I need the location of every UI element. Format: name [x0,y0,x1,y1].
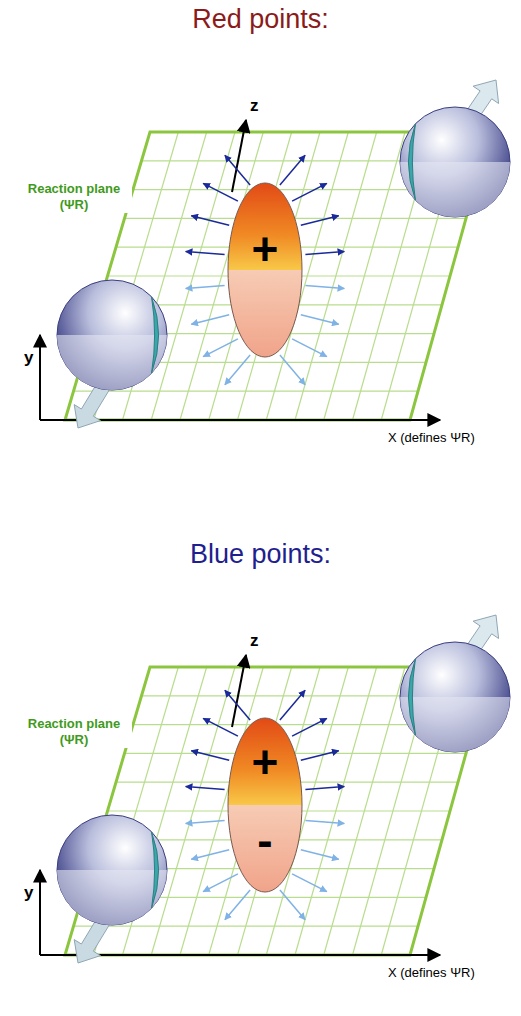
axis-label: X (defines ΨR) [388,430,475,445]
ellipse-shape [228,183,302,357]
charge-sign: + [227,226,303,272]
panel-illustration [40,615,510,963]
axis-label: y [24,348,33,368]
axis-label: z [250,631,259,651]
panel-illustration [40,80,510,428]
charge-sign: + [227,739,303,785]
ellipse-shape [228,718,302,892]
charge-sign: - [227,817,303,863]
panel-heading: Red points: [192,4,329,35]
axis-label: X (defines ΨR) [388,965,475,980]
plane-label: Reaction plane (ΨR) [16,180,132,213]
panel-heading: Blue points: [190,539,331,570]
overlap-zone: + [227,182,303,358]
overlap-zone: +- [227,717,303,893]
axis-label: y [24,883,33,903]
axis-label: z [250,96,259,116]
plane-label: Reaction plane (ΨR) [16,715,132,748]
